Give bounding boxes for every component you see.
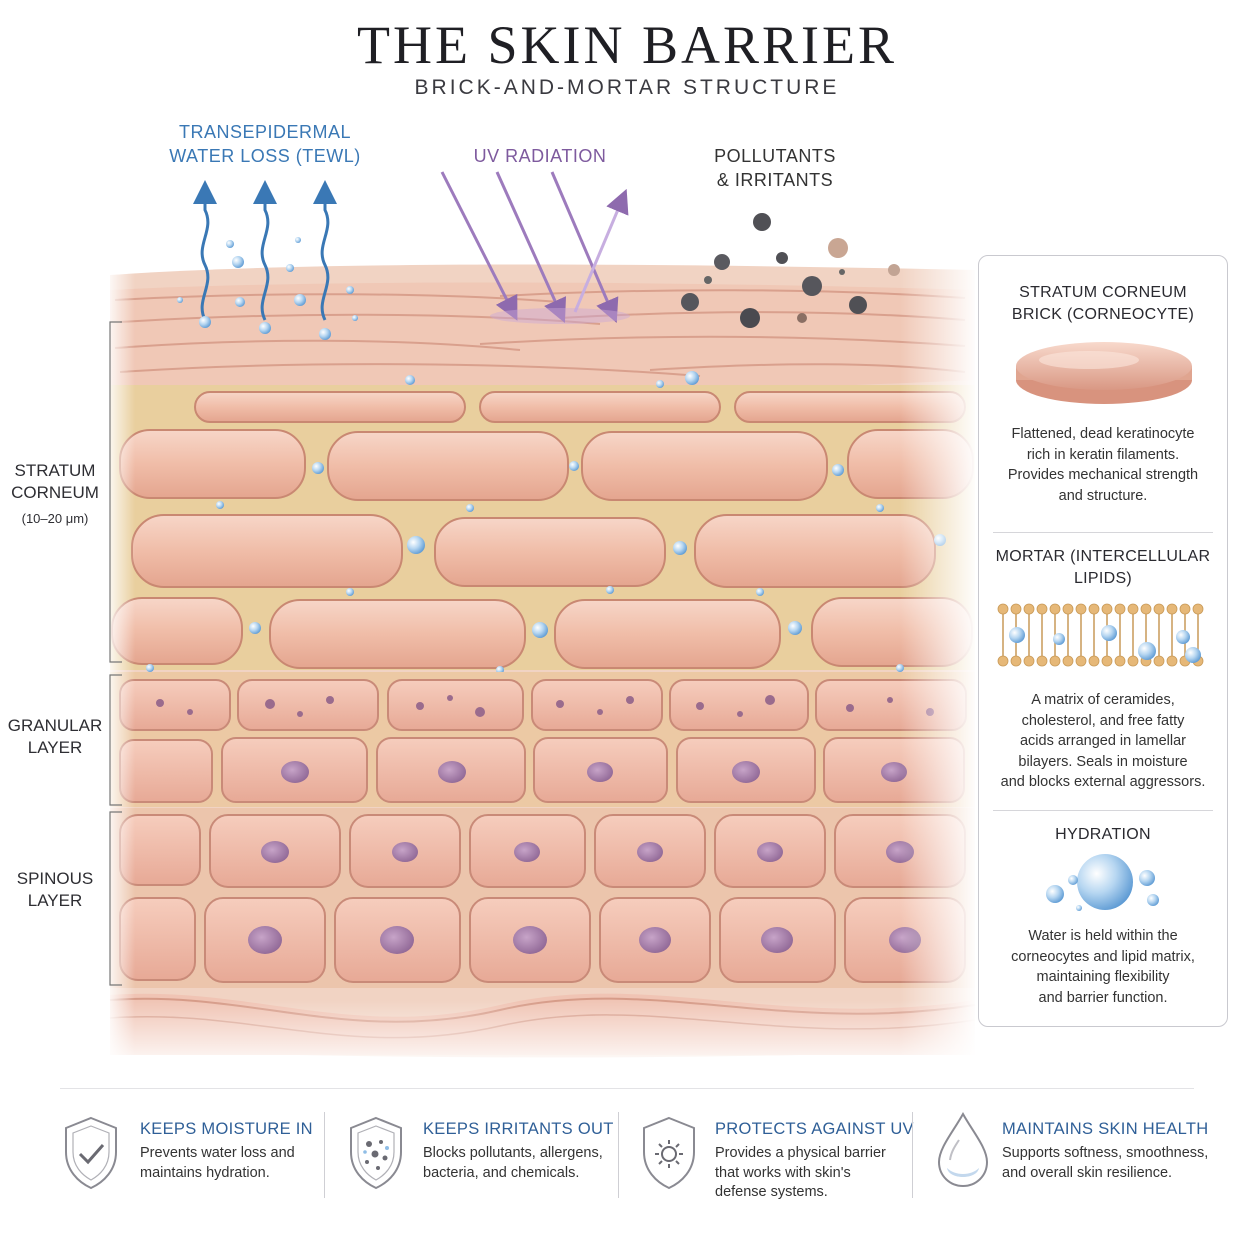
stratum-corneum-label: STRATUM CORNEUM (10–20 μm) [6, 460, 104, 530]
feature-text: Provides a physical barrier that works w… [715, 1144, 886, 1203]
feature-text-line: bacteria, and chemicals. [423, 1164, 580, 1181]
mortar-title-line-2: LIPIDS) [1073, 570, 1133, 587]
stratum-corneum-label-line-2: CORNEUM [11, 483, 99, 502]
feature-text-line: Supports softness, smoothness, [1002, 1145, 1209, 1161]
feature-text-line: Provides a physical barrier [715, 1145, 886, 1161]
mortar-text-line: cholesterol, and free fatty [1021, 712, 1185, 729]
feature-separator [618, 1112, 619, 1198]
shield-particles-icon [350, 1116, 402, 1190]
feature-text-line: and overall skin resilience. [1002, 1164, 1173, 1181]
mortar-text-line: acids arranged in lamellar [1019, 733, 1187, 749]
pollutants-label-line-2: & IRRITANTS [716, 170, 834, 190]
page-title: THE SKIN BARRIER [356, 15, 897, 75]
feature-skin-health: MAINTAINS SKIN HEALTH Supports softness,… [935, 1110, 1215, 1205]
feature-uv: PROTECTS AGAINST UV Provides a physical … [638, 1110, 914, 1205]
spinous-label-line-2: LAYER [27, 891, 83, 910]
lipid-bilayer-icon [997, 603, 1204, 667]
brick-description: Flattened, dead keratinocyte rich in ker… [987, 424, 1219, 506]
feature-text-line: Prevents water loss and [140, 1145, 295, 1161]
uv-arrows [440, 171, 629, 324]
tewl-label: TRANSEPIDERMAL WATER LOSS (TEWL) [150, 120, 380, 168]
mortar-text-line: A matrix of ceramides, [1031, 692, 1175, 708]
pollutant-particles [681, 213, 900, 328]
hydration-text-line: maintaining flexibility [1036, 969, 1170, 985]
granular-layer-label: GRANULAR LAYER [6, 715, 104, 759]
legend-panel: STRATUM CORNEUM BRICK (CORNEOCYTE) Flatt… [978, 255, 1228, 1027]
uv-label: UV RADIATION [473, 146, 607, 166]
mortar-title: MORTAR (INTERCELLULAR LIPIDS) [989, 546, 1217, 590]
feature-text: Prevents water loss and maintains hydrat… [140, 1144, 295, 1183]
feature-title: KEEPS MOISTURE IN [140, 1120, 313, 1138]
brick-title-line-2: BRICK (CORNEOCYTE) [1011, 306, 1195, 323]
page-subtitle: BRICK-AND-MORTAR STRUCTURE [414, 76, 840, 99]
pollutants-label-line-1: POLLUTANTS [714, 146, 836, 166]
feature-text-line: that works with skin's [715, 1164, 851, 1181]
bottom-divider [60, 1088, 1194, 1089]
tewl-label-line-1: TRANSEPIDERMAL [178, 122, 352, 142]
hydration-description: Water is held within the corneocytes and… [987, 926, 1219, 1008]
granular-label-line-1: GRANULAR [7, 716, 103, 735]
shield-sun-icon [643, 1116, 695, 1190]
feature-title: PROTECTS AGAINST UV [715, 1120, 914, 1138]
feature-text-line: maintains hydration. [140, 1164, 270, 1181]
hydration-text-line: Water is held within the [1028, 928, 1178, 944]
feature-title: MAINTAINS SKIN HEALTH [1002, 1120, 1209, 1138]
mortar-text-line: and blocks external aggressors. [1000, 774, 1206, 790]
brick-text-line: rich in keratin filaments. [1026, 446, 1180, 463]
stratum-corneum-thickness: (10–20 μm) [21, 511, 89, 526]
stratum-corneum-label-line-1: STRATUM [14, 461, 96, 480]
spinous-label-line-1: SPINOUS [16, 869, 94, 888]
brick-text-line: Flattened, dead keratinocyte [1011, 426, 1195, 442]
feature-text-line: defense systems. [715, 1184, 828, 1200]
mortar-description: A matrix of ceramides, cholesterol, and … [987, 690, 1219, 793]
tewl-arrows [193, 180, 337, 321]
brick-text-line: and structure. [1058, 487, 1148, 504]
hydration-text-line: corneocytes and lipid matrix, [1011, 948, 1195, 965]
feature-moisture: KEEPS MOISTURE IN Prevents water loss an… [60, 1110, 322, 1205]
pollutants-label: POLLUTANTS & IRRITANTS [690, 144, 860, 192]
granular-cells [119, 679, 967, 803]
hydration-text-line: and barrier function. [1038, 989, 1168, 1006]
water-drop-icon [937, 1111, 989, 1188]
shield-check-icon [65, 1116, 117, 1190]
keratohyalin-granules [156, 695, 934, 717]
layer-brackets [109, 321, 122, 986]
feature-separator [324, 1112, 325, 1198]
spinous-layer-label: SPINOUS LAYER [6, 868, 104, 912]
panel-divider [993, 810, 1213, 811]
feature-separator [912, 1112, 913, 1198]
tewl-droplets [177, 237, 358, 340]
mortar-text-line: bilayers. Seals in moisture [1018, 753, 1188, 770]
corneocyte-disc-icon [1016, 342, 1192, 404]
granular-label-line-2: LAYER [27, 738, 83, 757]
water-droplets-icon [1046, 854, 1159, 911]
brick-text-line: Provides mechanical strength [1007, 467, 1199, 483]
feature-text-line: Blocks pollutants, allergens, [423, 1145, 603, 1161]
feature-text: Supports softness, smoothness, and overa… [1002, 1144, 1208, 1183]
hydration-title: HYDRATION [1055, 826, 1151, 843]
tewl-label-line-2: WATER LOSS (TEWL) [169, 146, 361, 166]
feature-irritants: KEEPS IRRITANTS OUT Blocks pollutants, a… [345, 1110, 615, 1205]
feature-text: Blocks pollutants, allergens, bacteria, … [423, 1144, 603, 1183]
feature-title: KEEPS IRRITANTS OUT [423, 1120, 614, 1138]
brick-title-line-1: STRATUM CORNEUM [1019, 284, 1187, 301]
panel-divider [993, 532, 1213, 533]
brick-title: STRATUM CORNEUM BRICK (CORNEOCYTE) [989, 282, 1217, 326]
mortar-title-line-1: MORTAR (INTERCELLULAR [995, 548, 1211, 565]
granular-nuclei [281, 761, 907, 783]
